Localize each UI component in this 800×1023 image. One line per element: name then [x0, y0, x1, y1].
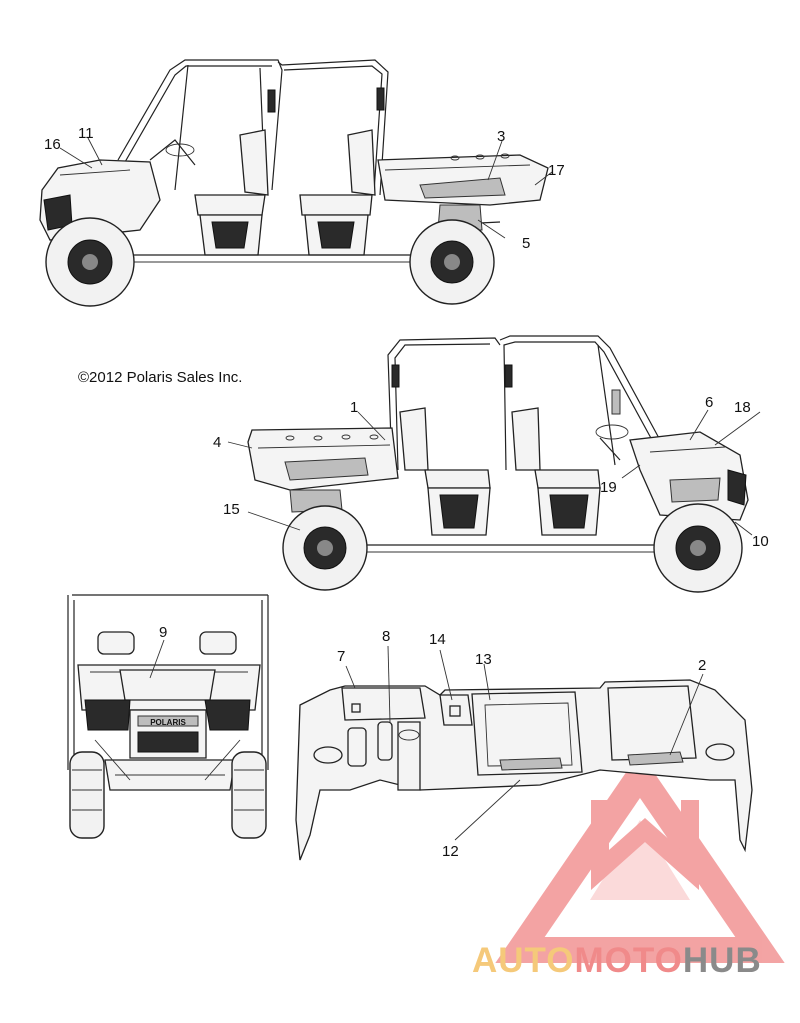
callout-6: 6 — [705, 394, 713, 411]
svg-text:AUTOMOTOHUB: AUTOMOTOHUB — [472, 941, 762, 980]
vehicle-side-view-middle — [247, 335, 749, 593]
callout-4: 4 — [213, 434, 221, 451]
callout-leaders-middle — [227, 409, 761, 536]
callout-7: 7 — [337, 648, 345, 665]
callout-5: 5 — [522, 235, 530, 252]
callout-12: 12 — [442, 843, 459, 860]
callout-14: 14 — [429, 631, 446, 648]
callout-16: 16 — [44, 136, 61, 153]
watermark-hub: HUB — [683, 941, 762, 980]
callout-18: 18 — [734, 399, 751, 416]
callout-1: 1 — [350, 399, 358, 416]
watermark-logo — [495, 752, 785, 963]
callout-9: 9 — [159, 624, 167, 641]
callout-10: 10 — [752, 533, 769, 550]
callout-8: 8 — [382, 628, 390, 645]
grille-badge: POLARIS — [150, 718, 186, 727]
callout-3: 3 — [497, 128, 505, 145]
watermark-moto: MOTO — [575, 941, 683, 980]
callout-leaders-top — [59, 137, 553, 239]
watermark-auto: AUTO — [472, 941, 575, 980]
vehicle-side-view-top — [39, 59, 549, 307]
dash-panel-view — [295, 645, 753, 861]
callout-15: 15 — [223, 501, 240, 518]
watermark-text: AUTOMOTOHUB — [472, 941, 762, 980]
callout-13: 13 — [475, 651, 492, 668]
callout-11: 11 — [78, 125, 94, 142]
callout-19: 19 — [600, 479, 617, 496]
callout-17: 17 — [548, 162, 565, 179]
callout-2: 2 — [698, 657, 706, 674]
vehicle-front-view: POLARIS — [67, 594, 269, 839]
copyright-text: ©2012 Polaris Sales Inc. — [78, 369, 242, 386]
